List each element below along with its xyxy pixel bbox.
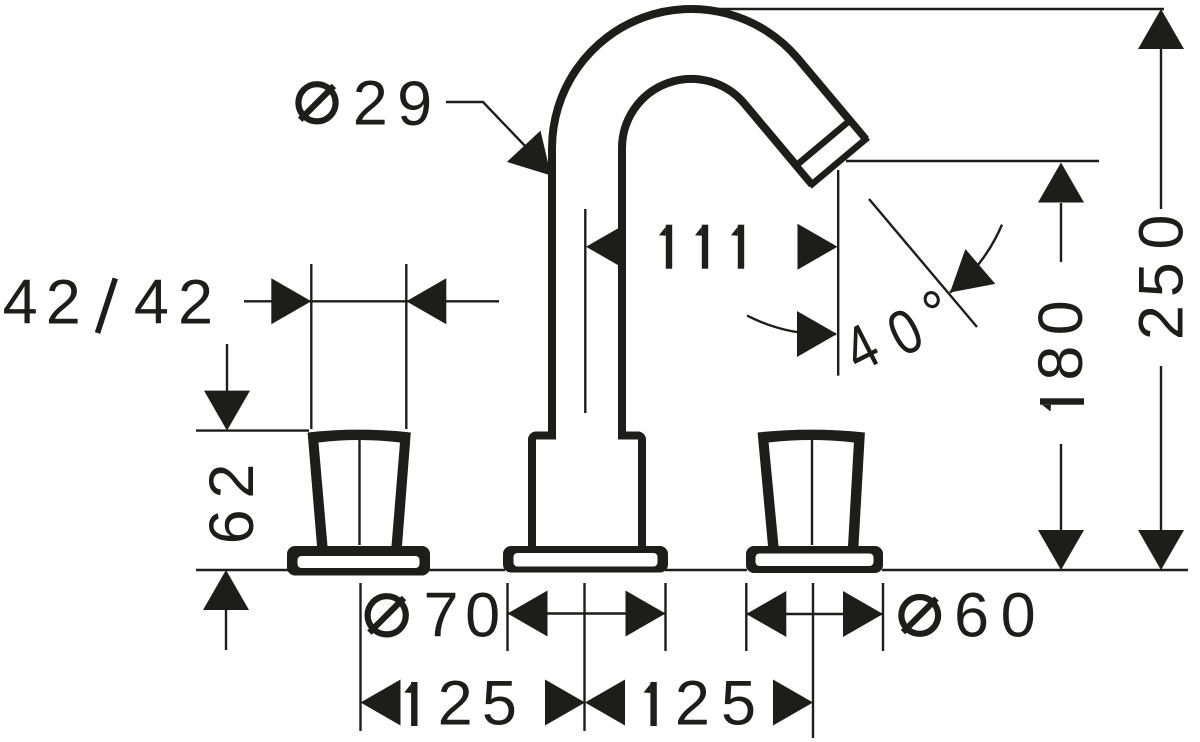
svg-text:9: 9	[397, 69, 432, 139]
svg-text:4: 4	[3, 267, 38, 337]
svg-text:2: 2	[197, 464, 267, 499]
svg-text:8: 8	[1026, 346, 1096, 381]
svg-text:0: 0	[465, 581, 500, 651]
svg-text:5: 5	[721, 668, 756, 738]
svg-text:5: 5	[482, 668, 517, 738]
svg-text:6: 6	[197, 509, 267, 544]
svg-text:0: 0	[1127, 215, 1197, 250]
svg-text:7: 7	[423, 581, 458, 651]
svg-text:2: 2	[353, 69, 388, 139]
svg-text:2: 2	[178, 267, 213, 337]
svg-text:2: 2	[438, 668, 473, 738]
svg-text:0: 0	[1001, 580, 1036, 650]
svg-text:2: 2	[1127, 305, 1197, 340]
svg-text:6: 6	[954, 581, 989, 651]
svg-text:4: 4	[134, 267, 169, 337]
svg-text:5: 5	[1127, 262, 1197, 297]
svg-text:0: 0	[1026, 300, 1096, 335]
svg-text:2: 2	[675, 668, 710, 738]
svg-text:2: 2	[46, 267, 81, 337]
